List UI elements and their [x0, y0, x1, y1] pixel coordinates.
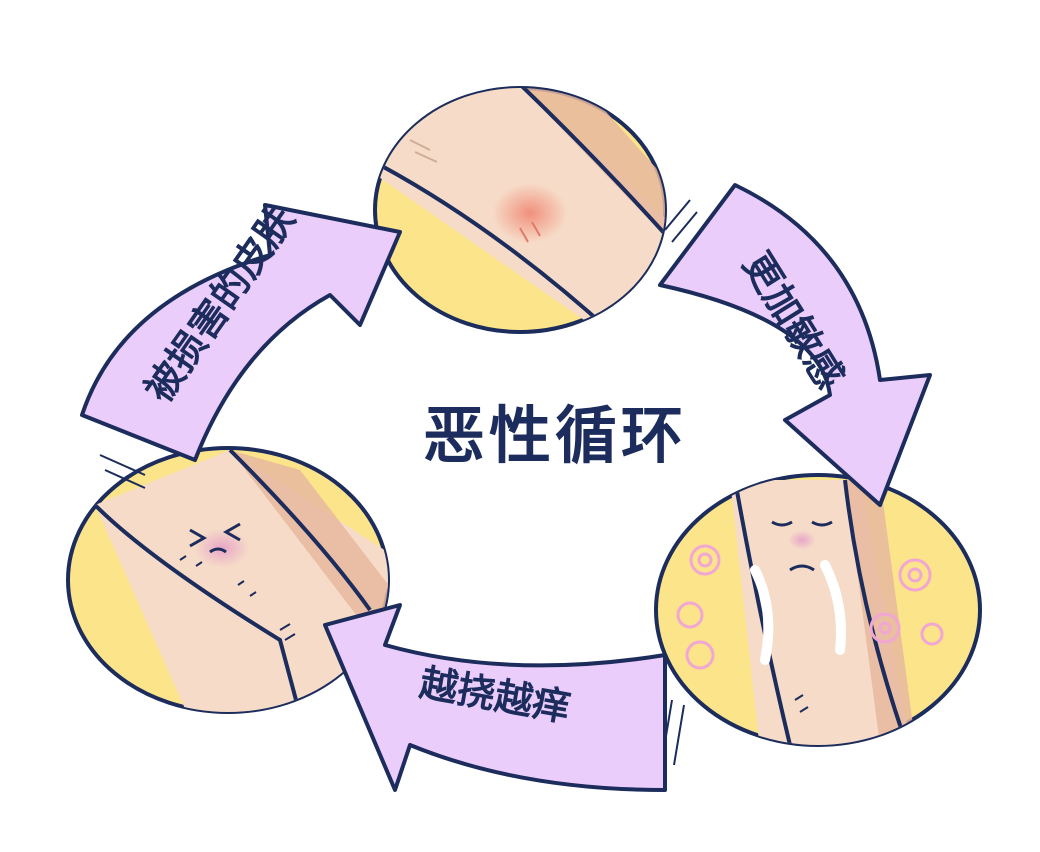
left-scratching-circle [66, 446, 390, 714]
arrow-damaged-skin [80, 203, 402, 462]
cycle-title: 恶性循环 [422, 399, 687, 472]
top-skin-circle [373, 86, 698, 334]
arrow-more-sensitive [658, 183, 932, 507]
arrow-scratch-itch [323, 603, 667, 792]
right-itchy-circle [654, 473, 982, 766]
